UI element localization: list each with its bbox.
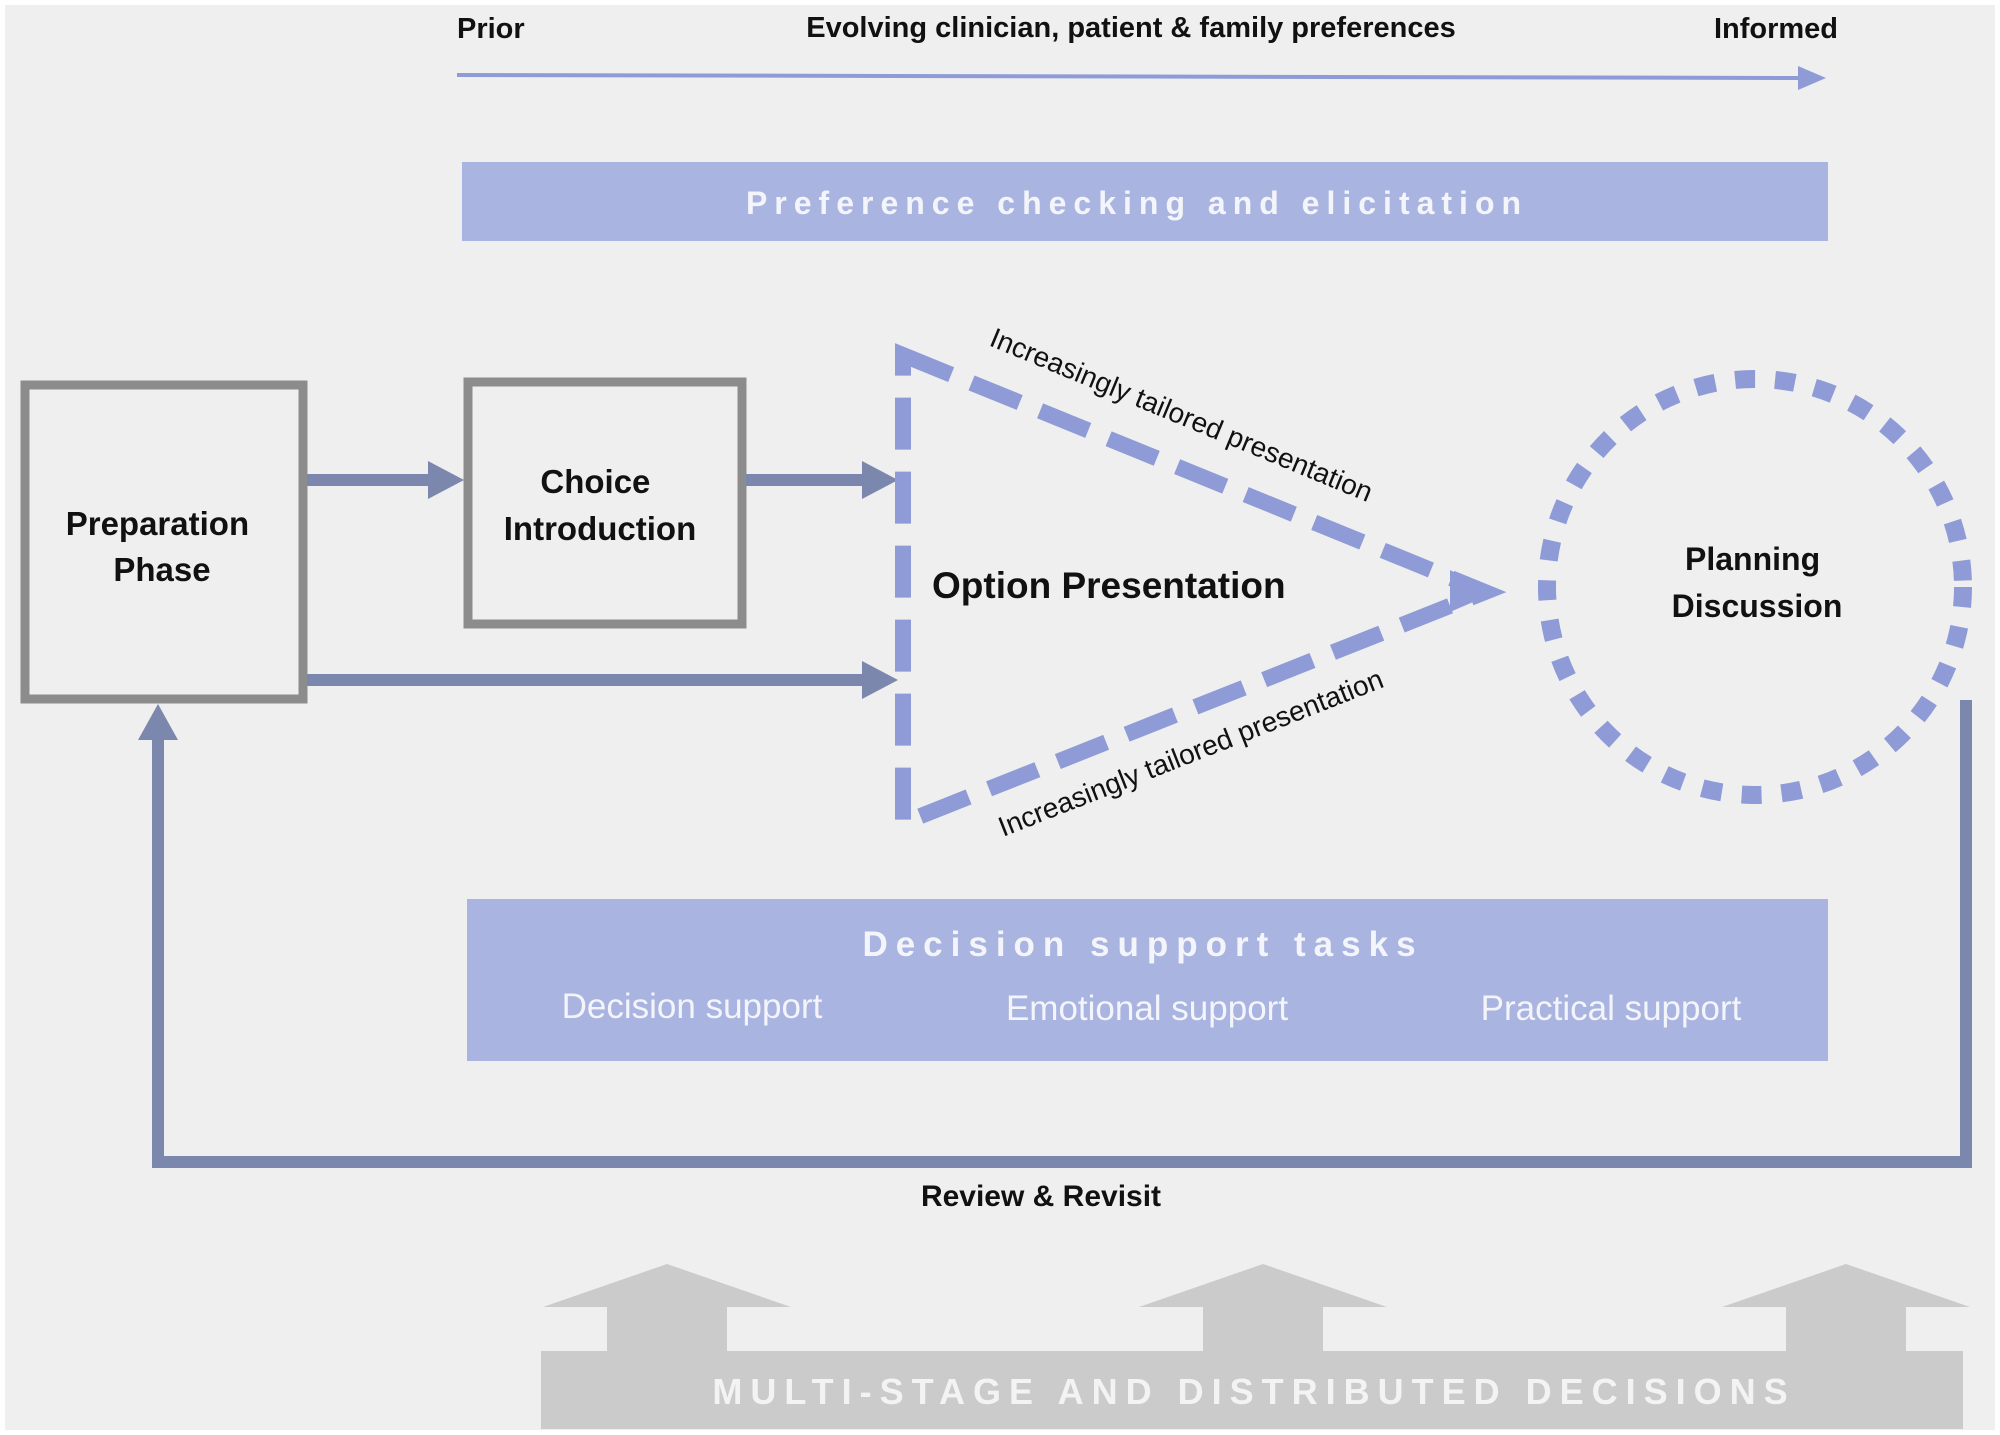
preparation-phase-line1: Preparation [66, 505, 249, 542]
review-revisit-loop [152, 700, 1972, 1168]
decision-support-title: Decision support tasks [862, 925, 1423, 964]
choice-introduction-label: Choice Introduction [504, 463, 696, 547]
multi-stage-label: MULTI-STAGE AND DISTRIBUTED DECISIONS [712, 1371, 1795, 1412]
planning-discussion-circle [1538, 370, 1972, 804]
planning-discussion-line1: Planning [1685, 541, 1820, 577]
support-item-emotional: Emotional support [1006, 989, 1288, 1028]
flow-arrow-preparation-to-option [307, 661, 898, 699]
support-item-practical: Practical support [1481, 989, 1742, 1028]
preference-end-label: Informed [1714, 13, 1838, 45]
option-presentation-label: Option Presentation [932, 565, 1286, 606]
up-arrow-middle [1139, 1264, 1387, 1351]
flow-arrow-choice-to-option [746, 461, 898, 499]
preparation-phase-box [20, 380, 308, 704]
choice-introduction-box [463, 377, 747, 629]
preference-checking-label: Preference checking and elicitation [746, 185, 1528, 221]
choice-introduction-line2: Introduction [504, 510, 696, 547]
decision-support-bar [467, 899, 1828, 1061]
support-item-decision: Decision support [562, 987, 823, 1026]
preparation-phase-label: Preparation Phase [66, 505, 259, 588]
up-arrow-left [543, 1264, 791, 1351]
up-arrow-right [1722, 1264, 1970, 1351]
preference-start-label: Prior [457, 13, 525, 45]
diagram-background [5, 5, 1995, 1430]
flow-arrow-preparation-to-choice [307, 461, 464, 499]
review-revisit-label: Review & Revisit [921, 1180, 1161, 1213]
preference-checking-bar [462, 162, 1828, 241]
choice-introduction-line1: Choice [540, 463, 650, 500]
planning-discussion-label: Planning Discussion [1672, 541, 1843, 624]
preparation-phase-line2: Phase [113, 551, 210, 588]
review-revisit-arrowhead [138, 704, 178, 740]
planning-discussion-line2: Discussion [1672, 588, 1843, 624]
multi-stage-bar [541, 1351, 1963, 1429]
preference-timeline-arrow [456, 73, 1799, 80]
preference-timeline-arrowhead [1798, 66, 1826, 90]
option-presentation-tip [1450, 570, 1494, 612]
preference-middle-label: Evolving clinician, patient & family pre… [806, 12, 1455, 44]
option-presentation-triangle [895, 343, 1507, 835]
